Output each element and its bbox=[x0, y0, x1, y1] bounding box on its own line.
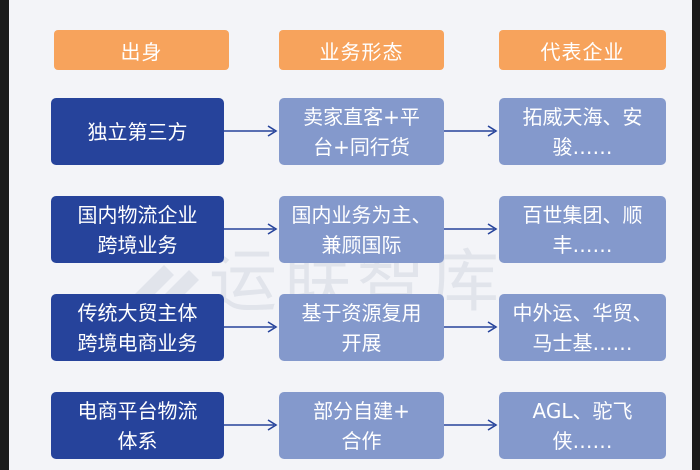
business-form-box: 部分自建+ 合作 bbox=[279, 392, 444, 459]
origin-line: 跨境业务 bbox=[97, 232, 178, 257]
companies-box: AGL、驼飞 侠…… bbox=[499, 392, 666, 459]
origin-line: 独立第三方 bbox=[87, 119, 188, 144]
form-line: 卖家直客+平 bbox=[303, 104, 420, 129]
right-border bbox=[692, 0, 700, 470]
arrow-right-icon bbox=[224, 125, 278, 137]
business-form-box: 基于资源复用 开展 bbox=[279, 294, 444, 361]
origin-box: 传统大贸主体 跨境电商业务 bbox=[51, 294, 224, 361]
arrow-right-icon bbox=[224, 223, 278, 235]
arrow-right-icon bbox=[444, 125, 498, 137]
form-line: 合作 bbox=[341, 428, 382, 453]
companies-box: 拓威天海、安 骏…… bbox=[499, 98, 666, 165]
header-representative-companies: 代表企业 bbox=[499, 30, 666, 70]
header-origin: 出身 bbox=[54, 30, 229, 70]
origin-line: 跨境电商业务 bbox=[77, 330, 198, 355]
corp-line: 丰…… bbox=[552, 232, 613, 257]
diagram-canvas: 运联智库 出身 业务形态 代表企业 独立第三方 卖家直客+平 台+同行货 拓威天… bbox=[9, 0, 692, 470]
arrow-right-icon bbox=[444, 223, 498, 235]
corp-line: 侠…… bbox=[552, 428, 613, 453]
business-form-box: 卖家直客+平 台+同行货 bbox=[279, 98, 444, 165]
form-line: 兼顾国际 bbox=[321, 232, 402, 257]
corp-line: 百世集团、顺 bbox=[522, 202, 643, 227]
business-form-box: 国内业务为主、 兼顾国际 bbox=[279, 196, 444, 263]
arrow-right-icon bbox=[224, 321, 278, 333]
form-line: 基于资源复用 bbox=[301, 300, 422, 325]
form-line: 台+同行货 bbox=[313, 134, 410, 159]
corp-line: 中外运、华贸、 bbox=[512, 300, 653, 325]
origin-line: 国内物流企业 bbox=[77, 202, 198, 227]
corp-line: AGL、驼飞 bbox=[532, 398, 633, 423]
origin-box: 电商平台物流 体系 bbox=[51, 392, 224, 459]
header-business-form: 业务形态 bbox=[279, 30, 444, 70]
form-line: 开展 bbox=[341, 330, 382, 355]
origin-line: 电商平台物流 bbox=[77, 398, 198, 423]
corp-line: 拓威天海、安 bbox=[522, 104, 643, 129]
origin-line: 体系 bbox=[117, 428, 158, 453]
companies-box: 中外运、华贸、 马士基…… bbox=[499, 294, 666, 361]
companies-box: 百世集团、顺 丰…… bbox=[499, 196, 666, 263]
corp-line: 马士基…… bbox=[532, 330, 633, 355]
form-line: 国内业务为主、 bbox=[291, 202, 432, 227]
origin-box: 国内物流企业 跨境业务 bbox=[51, 196, 224, 263]
origin-box: 独立第三方 bbox=[51, 98, 224, 165]
arrow-right-icon bbox=[224, 419, 278, 431]
origin-line: 传统大贸主体 bbox=[77, 300, 198, 325]
form-line: 部分自建+ bbox=[313, 398, 410, 423]
arrow-right-icon bbox=[444, 321, 498, 333]
arrow-right-icon bbox=[444, 419, 498, 431]
left-border bbox=[0, 0, 9, 470]
corp-line: 骏…… bbox=[552, 134, 613, 159]
